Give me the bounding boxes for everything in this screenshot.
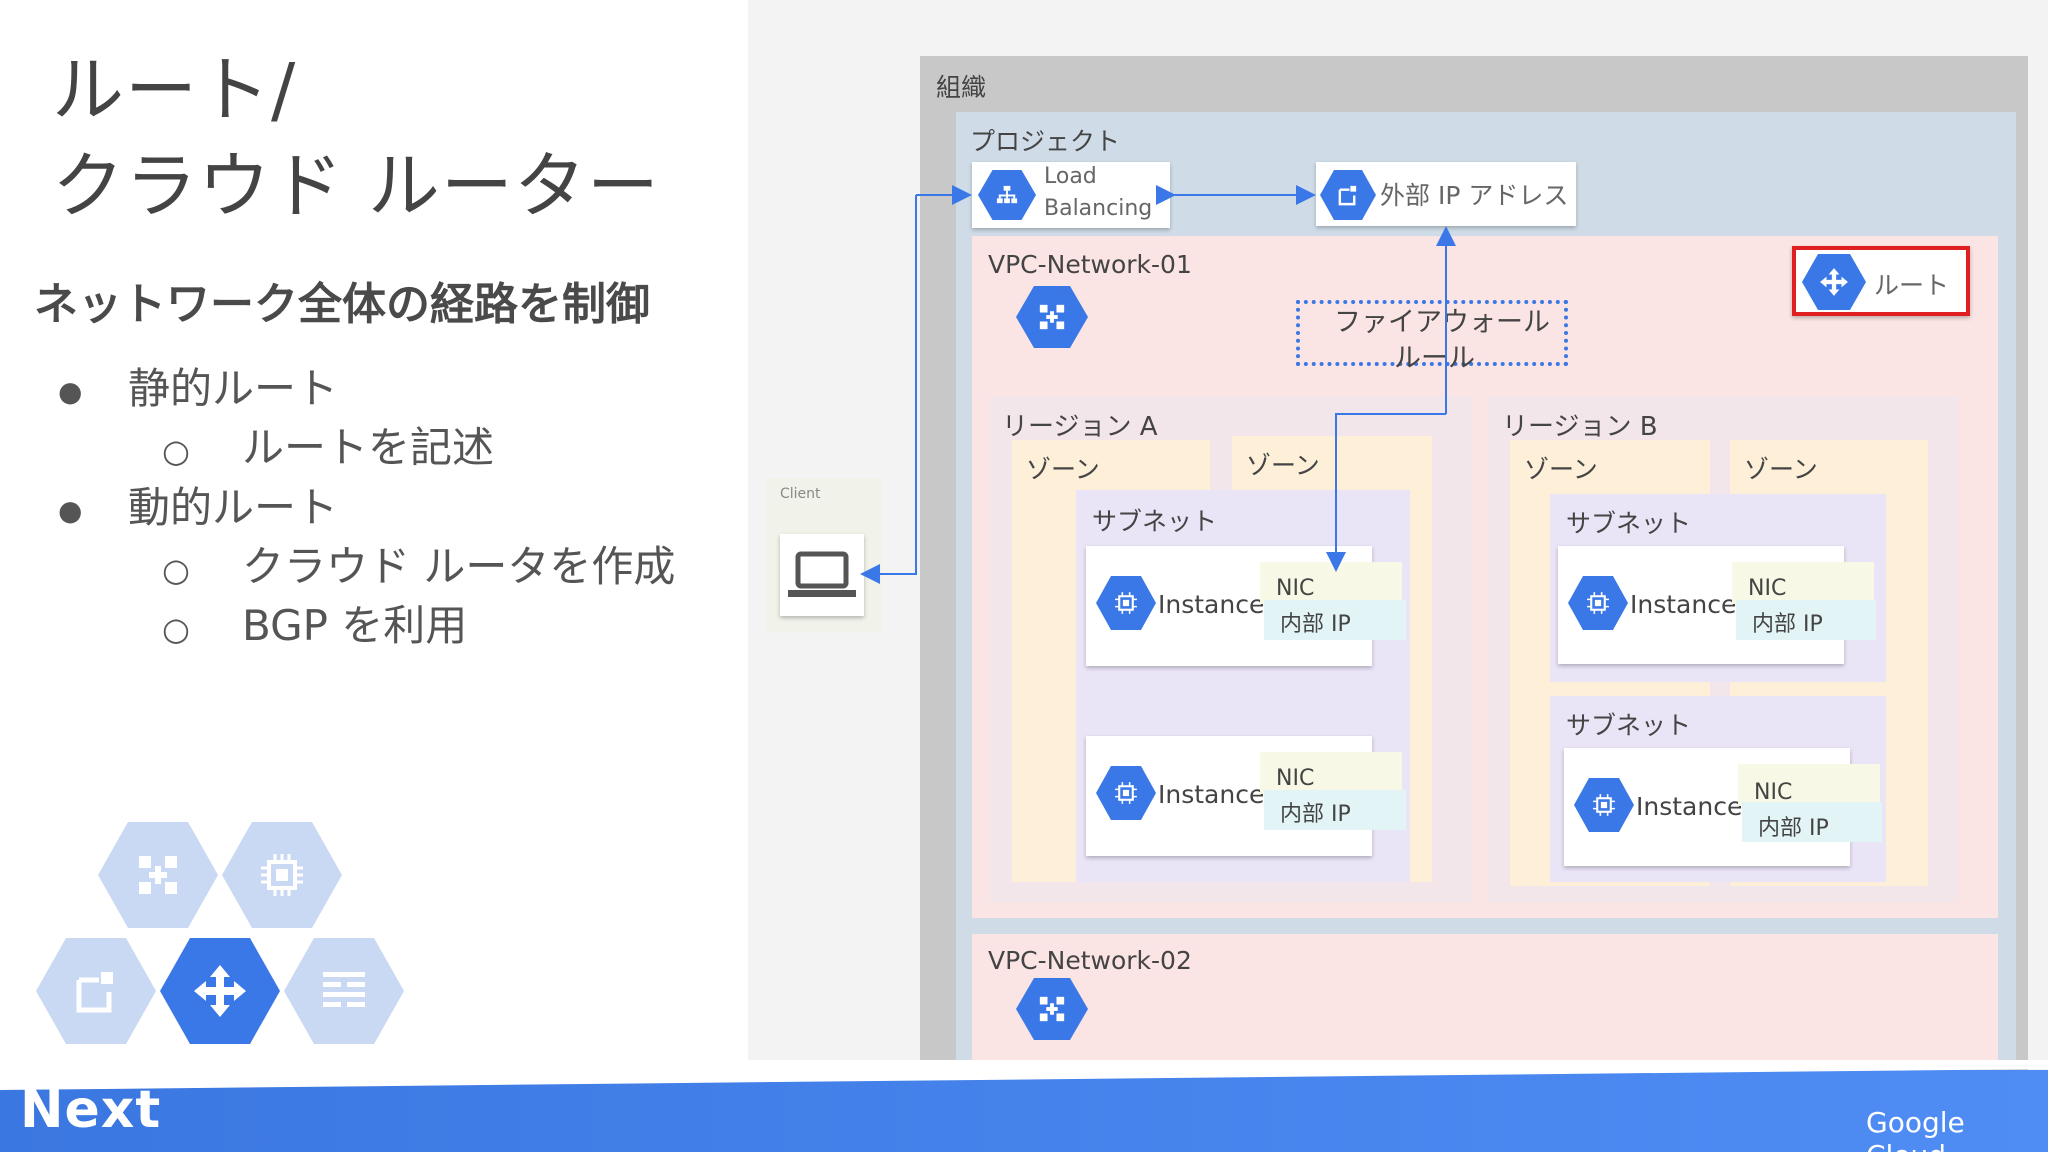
next-logo: Next [20, 1080, 162, 1140]
external-ip-label: 外部 IP アドレス [1380, 181, 1569, 210]
client-label: Client [780, 486, 821, 502]
bullet-dynamic-route: ● 動的ルート [58, 474, 338, 535]
nic-label: NIC [1748, 576, 1787, 601]
bullet-dot: ● [58, 494, 83, 527]
nic-box [1738, 764, 1880, 806]
zone-label: ゾーン [1744, 455, 1818, 484]
internal-ip-label: 内部 IP [1758, 816, 1829, 841]
lb-to-client-arrow [860, 195, 917, 584]
instance-label: Instance [1630, 590, 1737, 619]
subnet-label: サブネット [1566, 711, 1692, 740]
organization-label: 組織 [936, 73, 987, 102]
laptop-icon [786, 546, 858, 608]
route-card-label: ルート [1874, 271, 1950, 300]
internal-ip-label: 内部 IP [1280, 612, 1351, 637]
bullet-circle: ○ [162, 609, 190, 648]
bullet-dot: ● [58, 375, 83, 408]
internal-ip-box [1742, 802, 1882, 842]
compute-chip-icon [1574, 778, 1634, 832]
internal-ip-label: 内部 IP [1280, 802, 1351, 827]
zone-label: ゾーン [1246, 451, 1320, 480]
internal-ip-box [1736, 600, 1876, 640]
bullet-static-route: ● 静的ルート [58, 355, 338, 416]
bullet-text: BGP を利用 [242, 601, 468, 650]
subnet-label: サブネット [1566, 509, 1692, 538]
compute-chip-icon [1096, 576, 1156, 630]
nic-box [1260, 752, 1402, 794]
google-cloud-logo: Google Cloud [1866, 1106, 1965, 1172]
slide-title: ルート/ クラウド ルーター [52, 48, 660, 228]
nic-box [1732, 562, 1874, 604]
firewall-rule-box [1296, 300, 1568, 366]
internal-ip-box [1264, 600, 1406, 640]
nic-label: NIC [1276, 576, 1315, 601]
client-laptop-card[interactable] [780, 534, 864, 616]
region-a-label: リージョン A [1002, 412, 1158, 442]
project-label: プロジェクト [970, 127, 1121, 156]
vpc-network-02-label: VPC-Network-02 [988, 946, 1192, 975]
zone-label: ゾーン [1524, 455, 1598, 484]
bullet-circle: ○ [162, 431, 190, 470]
bullet-describe-route: ○ ルートを記述 [162, 414, 494, 475]
nic-label: NIC [1754, 780, 1793, 805]
compute-chip-icon [1568, 576, 1628, 630]
zone-label: ゾーン [1026, 455, 1100, 484]
instance-label: Instance [1636, 792, 1743, 821]
bullet-text: 動的ルート [128, 483, 339, 532]
internal-ip-label: 内部 IP [1752, 612, 1823, 637]
compute-chip-icon [1096, 766, 1156, 820]
subnet-label: サブネット [1092, 507, 1218, 536]
bullet-text: クラウド ルータを作成 [242, 542, 676, 591]
bullet-text: 静的ルート [128, 364, 339, 413]
external-ip-icon [1320, 170, 1376, 220]
instance-label: Instance [1158, 590, 1265, 619]
vpc-network-icon [1016, 286, 1088, 348]
region-b-label: リージョン B [1502, 412, 1658, 442]
bullet-text: ルートを記述 [242, 423, 495, 472]
bullet-circle: ○ [162, 550, 190, 589]
load-balancing-label-line2: Balancing [1044, 196, 1153, 221]
internal-ip-box [1264, 790, 1406, 830]
bullet-create-router: ○ クラウド ルータを作成 [162, 533, 675, 594]
firewall-label-line1: ファイアウォール [1334, 307, 1550, 338]
external-ip-to-nic-arrow [1326, 413, 1446, 572]
slide-subtitle: ネットワーク全体の経路を制御 [34, 279, 650, 330]
firewall-label-line2: ルール [1394, 343, 1475, 374]
instance-label: Instance [1158, 780, 1265, 809]
load-balancing-label-line1: Load [1044, 164, 1097, 189]
vpc-network-01-label: VPC-Network-01 [988, 250, 1192, 279]
compute-chip-icon [222, 822, 342, 928]
network-icon [98, 822, 218, 928]
bullet-use-bgp: ○ BGP を利用 [162, 592, 467, 653]
vpc-network-02-box [972, 934, 1998, 1060]
nic-label: NIC [1276, 766, 1315, 791]
